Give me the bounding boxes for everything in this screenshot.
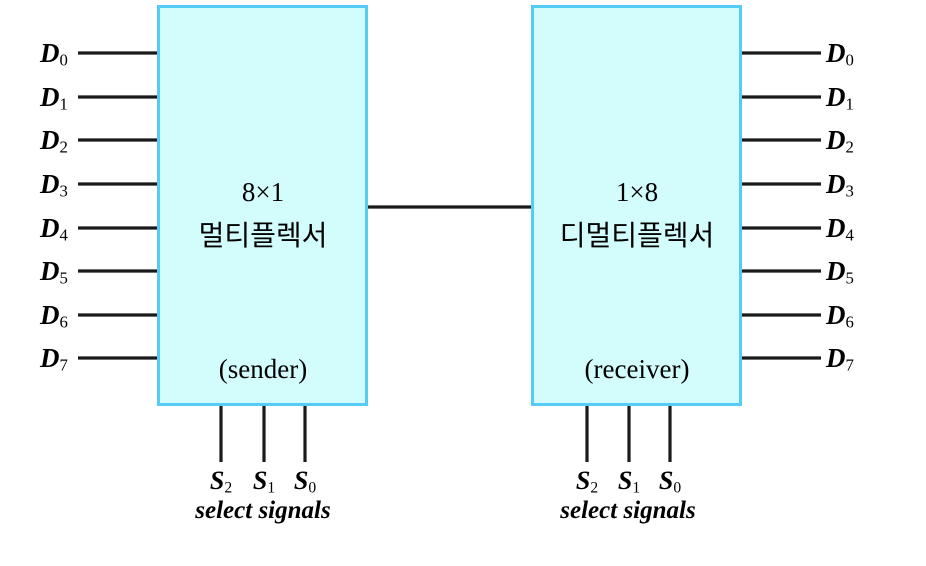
input-label-d2-letter: D (40, 125, 60, 155)
multiplexer-role-label: (sender) (218, 354, 308, 384)
input-label-d4: D4 (40, 215, 68, 244)
input-label-d5-index: 5 (59, 268, 68, 288)
output-label-d7-letter: D (826, 343, 846, 373)
output-label-d5-letter: D (826, 256, 846, 286)
input-label-d2-index: 2 (59, 137, 68, 157)
output-label-d0-letter: D (826, 38, 846, 68)
input-label-d6-letter: D (40, 300, 60, 330)
output-label-d1: D1 (826, 84, 854, 113)
input-label-d5-letter: D (40, 256, 60, 286)
input-label-d0-index: 0 (59, 50, 68, 70)
output-label-d5-index: 5 (845, 268, 854, 288)
output-label-d5: D5 (826, 258, 854, 287)
select-label-s1-sender-letter: S (252, 466, 268, 495)
select-label-s2-receiver-letter: S (575, 466, 591, 495)
multiplexer-block (157, 5, 368, 406)
input-label-d4-index: 4 (59, 225, 68, 245)
select-label-s0-receiver-index: 0 (673, 479, 682, 497)
multiplexer-ratio-label: 8×1 (241, 177, 285, 207)
input-label-d7-letter: D (40, 343, 60, 373)
select-label-s0-sender: S0 (294, 468, 316, 496)
input-label-d3: D3 (40, 171, 68, 200)
demultiplexer-role-label: (receiver) (584, 354, 690, 384)
output-label-d2: D2 (826, 127, 854, 156)
select-label-s2-sender: S2 (210, 468, 232, 496)
output-label-d6-index: 6 (845, 312, 854, 332)
select-stems-sender (219, 406, 307, 462)
select-label-s2-sender-index: 2 (224, 479, 233, 497)
output-label-d4: D4 (826, 215, 854, 244)
multiplexer-name-label: 멀티플렉서 (198, 219, 328, 252)
input-label-d0-letter: D (40, 38, 60, 68)
select-label-s0-sender-index: 0 (308, 479, 317, 497)
select-label-s1-receiver-index: 1 (632, 479, 641, 497)
output-label-d0-index: 0 (845, 50, 854, 70)
select-stems-receiver (585, 406, 672, 462)
select-signals-caption-receiver: select signals (560, 497, 696, 524)
select-label-s2-receiver: S2 (576, 468, 598, 496)
input-label-d6-index: 6 (59, 312, 68, 332)
demultiplexer-name-label: 디멀티플렉서 (559, 219, 715, 252)
output-wires (740, 51, 821, 360)
select-signals-caption-sender: select signals (195, 497, 331, 524)
input-label-d1: D1 (40, 84, 68, 113)
output-label-d4-letter: D (826, 213, 846, 243)
output-label-d3-index: 3 (845, 181, 854, 201)
input-label-d5: D5 (40, 258, 68, 287)
input-label-d7-index: 7 (59, 355, 68, 375)
select-label-s1-receiver-letter: S (617, 466, 633, 495)
select-label-s1-sender-index: 1 (267, 479, 276, 497)
input-label-d4-letter: D (40, 213, 60, 243)
input-label-d2: D2 (40, 127, 68, 156)
output-label-d3: D3 (826, 171, 854, 200)
select-label-s2-sender-letter: S (209, 466, 225, 495)
input-label-d1-letter: D (40, 82, 60, 112)
input-label-d6: D6 (40, 302, 68, 331)
output-label-d4-index: 4 (845, 225, 854, 245)
select-label-s1-sender: S1 (253, 468, 275, 496)
input-label-d1-index: 1 (59, 94, 68, 114)
select-label-s0-sender-letter: S (293, 466, 309, 495)
input-label-d7: D7 (40, 345, 68, 374)
select-label-s0-receiver-letter: S (658, 466, 674, 495)
demultiplexer-ratio-label: 1×8 (615, 177, 659, 207)
output-label-d1-letter: D (826, 82, 846, 112)
output-label-d7: D7 (826, 345, 854, 374)
output-label-d2-index: 2 (845, 137, 854, 157)
select-label-s1-receiver: S1 (618, 468, 640, 496)
input-wires (78, 51, 159, 360)
select-label-s2-receiver-index: 2 (590, 479, 599, 497)
select-label-s0-receiver: S0 (659, 468, 681, 496)
output-label-d6-letter: D (826, 300, 846, 330)
input-label-d3-index: 3 (59, 181, 68, 201)
input-label-d0: D0 (40, 40, 68, 69)
output-label-d0: D0 (826, 40, 854, 69)
output-label-d3-letter: D (826, 169, 846, 199)
input-label-d3-letter: D (40, 169, 60, 199)
output-label-d6: D6 (826, 302, 854, 331)
output-label-d7-index: 7 (845, 355, 854, 375)
demultiplexer-block (531, 5, 742, 406)
output-label-d2-letter: D (826, 125, 846, 155)
output-label-d1-index: 1 (845, 94, 854, 114)
